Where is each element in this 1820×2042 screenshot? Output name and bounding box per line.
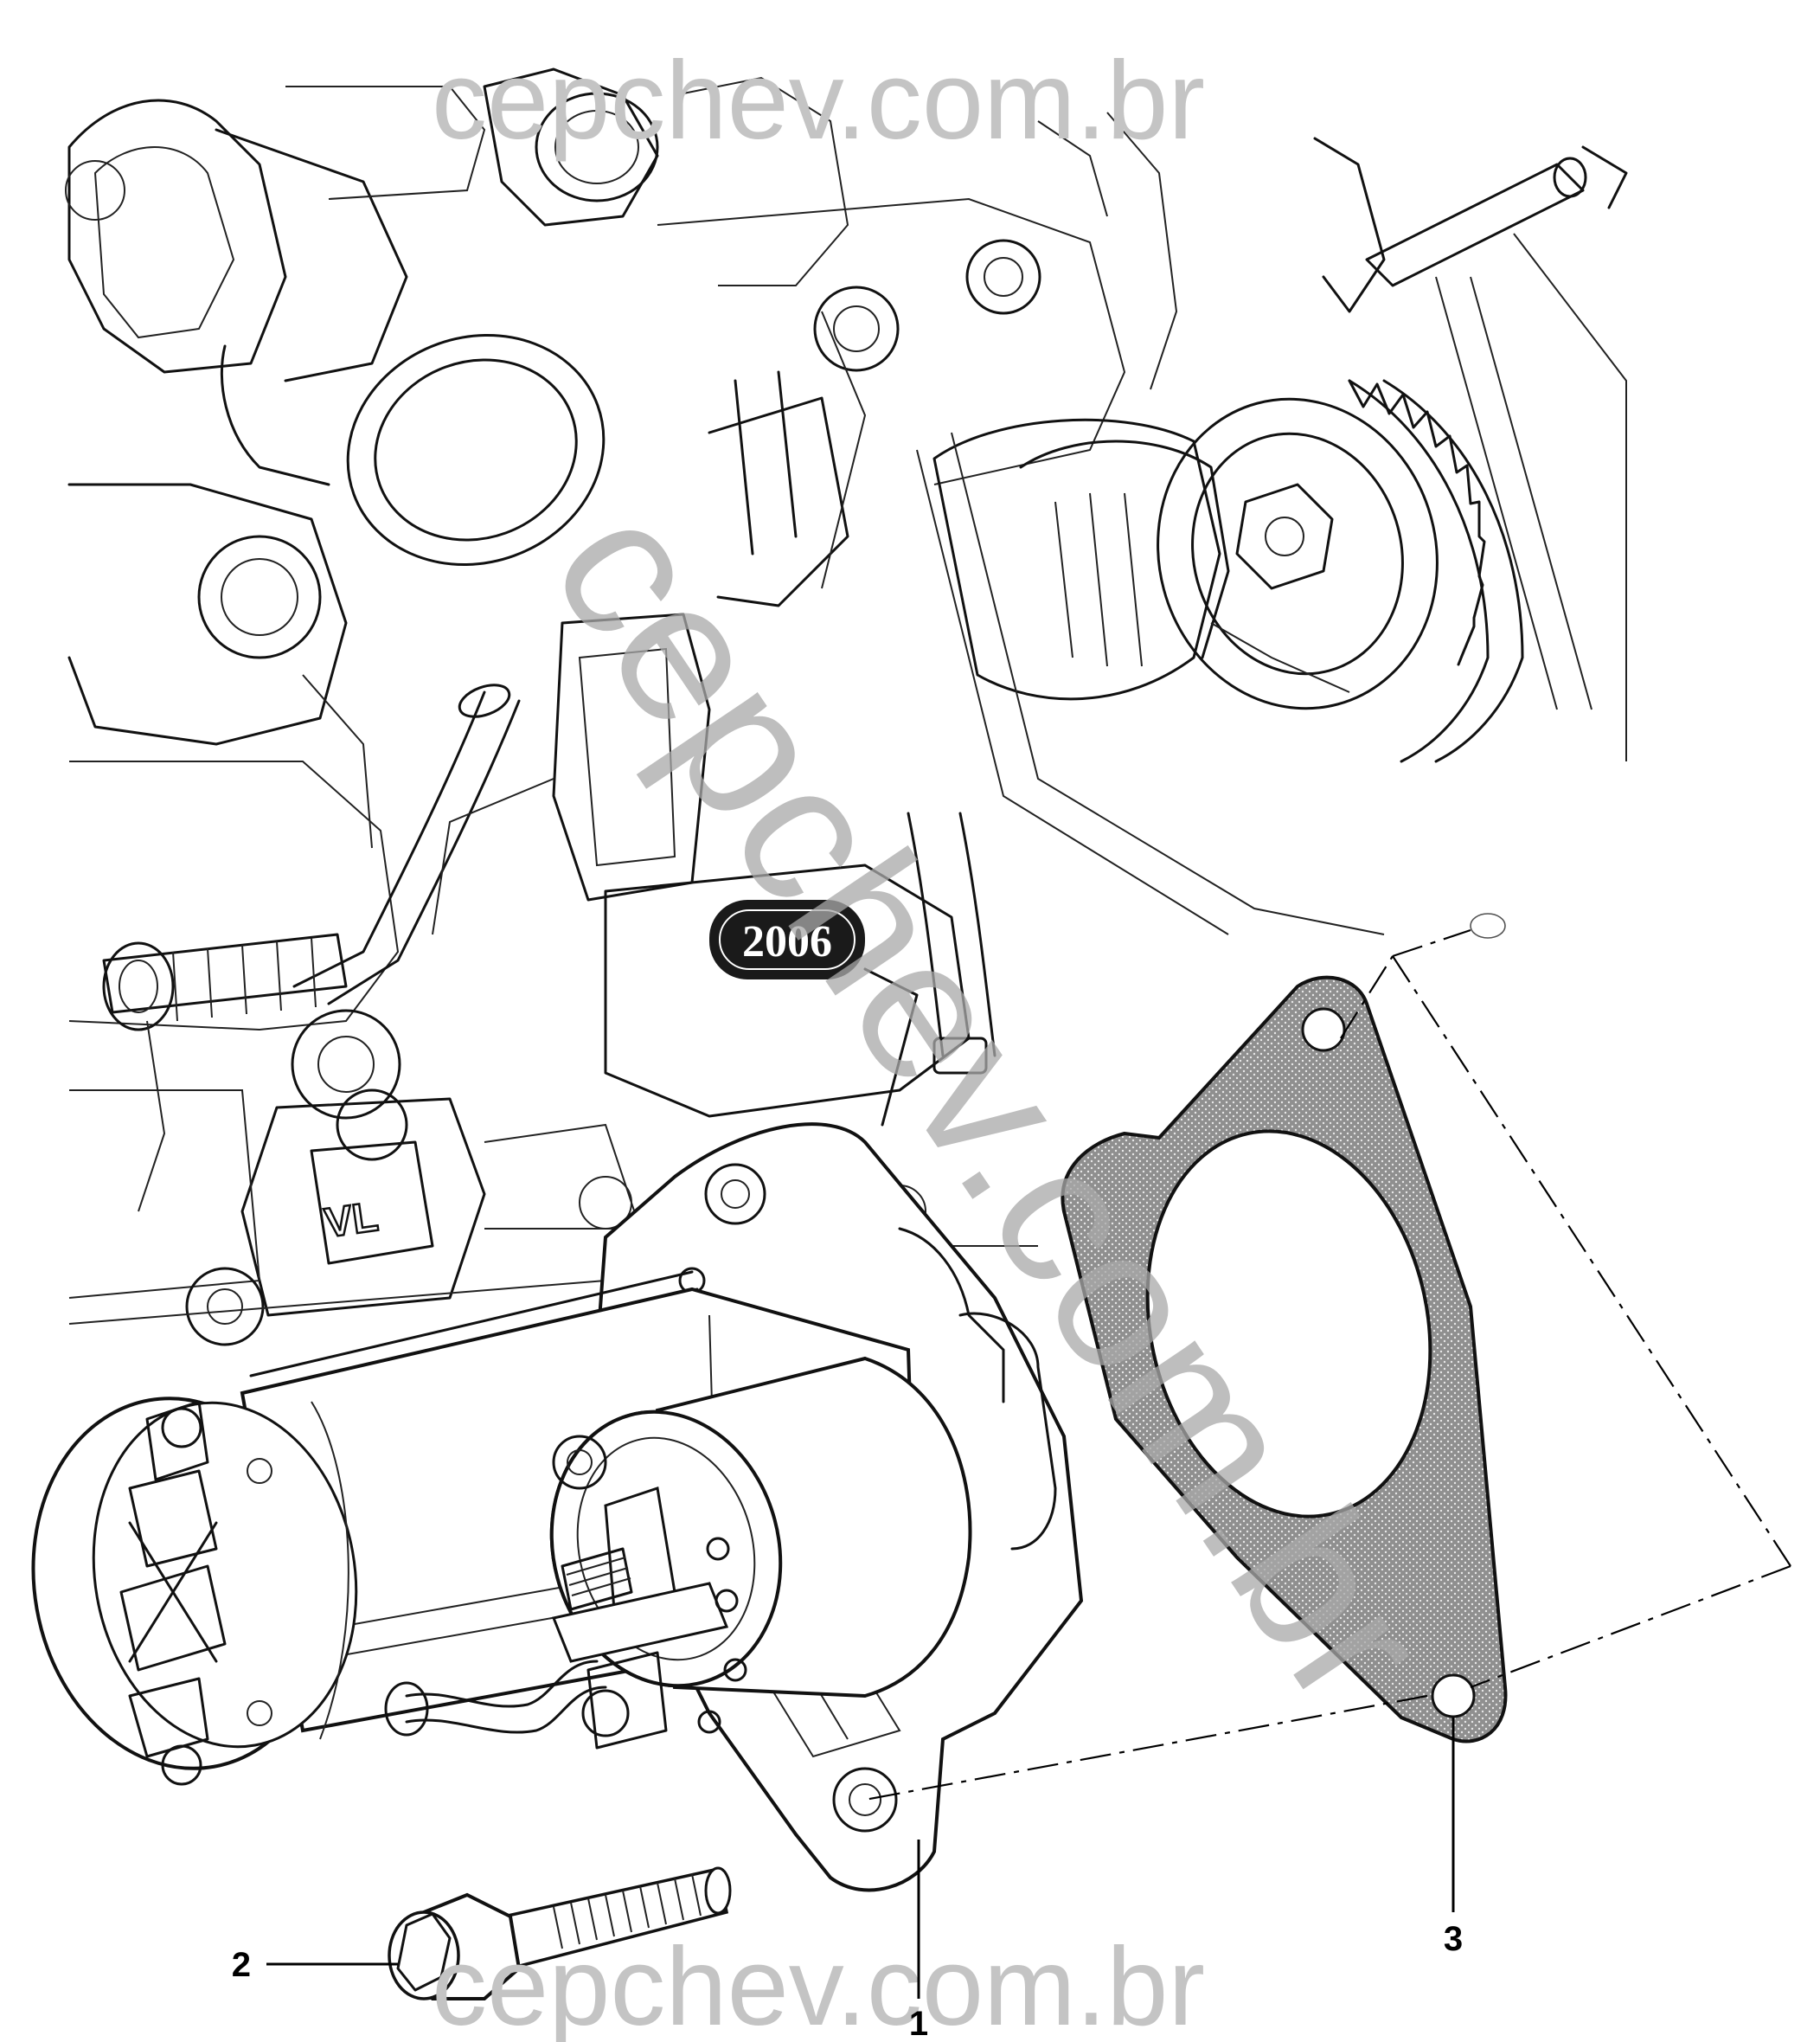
mounting-bolt	[388, 1866, 732, 2000]
casting-mark: VL	[322, 1194, 381, 1247]
callout-label-1: 1	[909, 2005, 928, 2042]
spacer-gasket	[1061, 975, 1508, 1743]
year-stamp-text: 2006	[742, 917, 832, 966]
callout-label-3: 3	[1444, 1920, 1463, 1958]
assembly-guide-lines	[864, 913, 1791, 1801]
engine-block-drawing	[65, 67, 1628, 1346]
watermark-bottom: cepchev.com.br	[432, 1925, 1205, 2042]
callout-2: 2	[232, 1946, 398, 1984]
callout-3: 3	[1444, 1718, 1463, 1958]
watermark-top: cepchev.com.br	[432, 39, 1205, 163]
callout-label-2: 2	[232, 1946, 251, 1984]
starter-motor	[31, 1122, 1084, 1892]
year-stamp: 2006	[709, 900, 865, 979]
callout-1: 1	[909, 1840, 928, 2042]
